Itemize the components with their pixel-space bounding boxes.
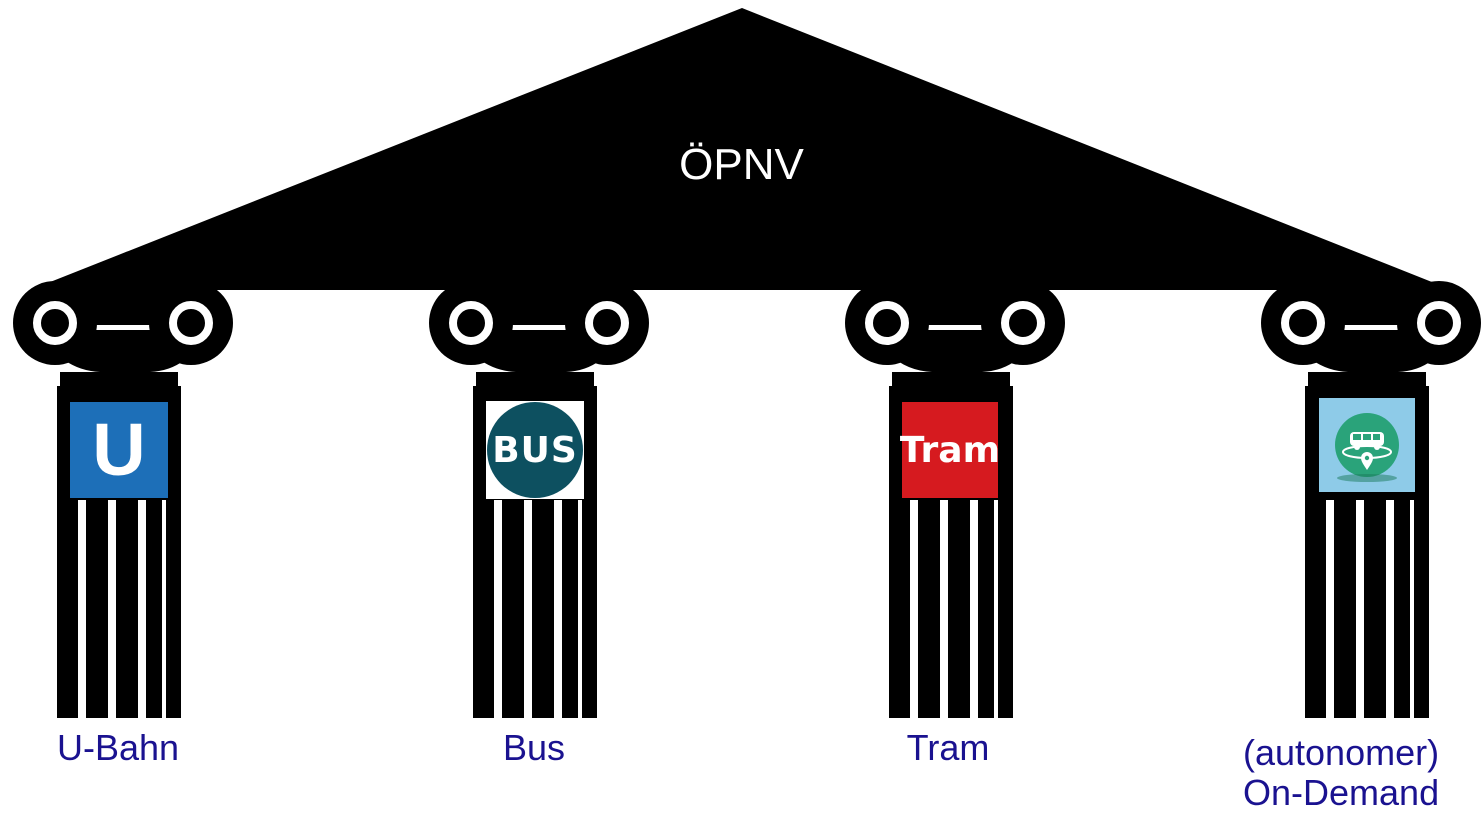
- pillar-bus: [429, 281, 649, 718]
- pillar-label-bus: Bus: [502, 727, 566, 768]
- roof: [30, 8, 1452, 290]
- bus-logo-disc: BUS: [487, 402, 583, 498]
- bus-logo-text: BUS: [492, 429, 578, 471]
- u-bahn-logo-icon: U: [70, 402, 168, 498]
- tram-logo-text: Tram: [899, 429, 1001, 471]
- pillar-u-bahn: [13, 281, 233, 718]
- pillar-label-tram: Tram: [906, 727, 990, 768]
- roof-title: ÖPNV: [679, 140, 804, 189]
- bus-logo-icon: BUS: [486, 401, 584, 499]
- pillar-label-on-demand: (autonomer) On-Demand: [1243, 732, 1440, 813]
- on-demand-van-location-icon: [1319, 398, 1415, 492]
- pillar-tram: [845, 281, 1065, 718]
- on-demand-glyph: [1335, 413, 1399, 482]
- pillar-label-u-bahn: U-Bahn: [56, 727, 180, 768]
- pillar-on-demand: [1261, 281, 1481, 718]
- tram-logo-icon: Tram: [899, 402, 1001, 498]
- u-bahn-logo-text: U: [92, 408, 146, 491]
